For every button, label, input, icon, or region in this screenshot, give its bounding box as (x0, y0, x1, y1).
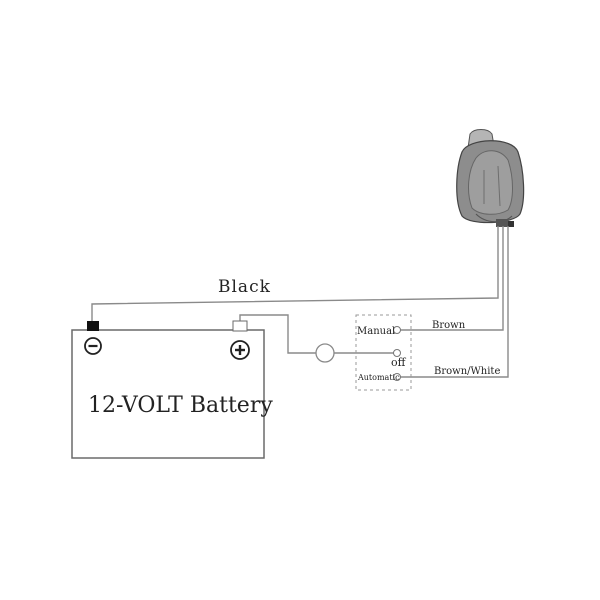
plus-circle-icon (230, 340, 250, 360)
battery-label: 12-VOLT Battery (88, 393, 273, 418)
switch-automatic-label: Automatic (357, 373, 400, 382)
inline-fuse (315, 343, 335, 363)
switch-automatic-contact (393, 373, 401, 381)
float-switch-panel: Manual off Automatic (355, 314, 412, 391)
brown-wire (400, 226, 504, 331)
switch-manual-label: Manual (357, 326, 395, 337)
black-wire (91, 226, 499, 322)
positive-terminal-post (232, 320, 248, 332)
switch-off-contact (393, 349, 401, 357)
minus-circle-icon (84, 337, 102, 355)
positive-feed-wire (239, 314, 316, 354)
switch-manual-contact (393, 326, 401, 334)
battery: 12-VOLT Battery (71, 320, 273, 459)
brown-white-wire-label: Brown/White (434, 366, 500, 377)
brown-white-wire (400, 226, 509, 378)
switch-off-label: off (391, 356, 407, 369)
bilge-pump-icon (456, 129, 525, 227)
negative-terminal-post (87, 321, 99, 331)
wires (91, 226, 509, 378)
black-wire-label: Black (218, 277, 271, 297)
brown-wire-label: Brown (432, 320, 466, 331)
